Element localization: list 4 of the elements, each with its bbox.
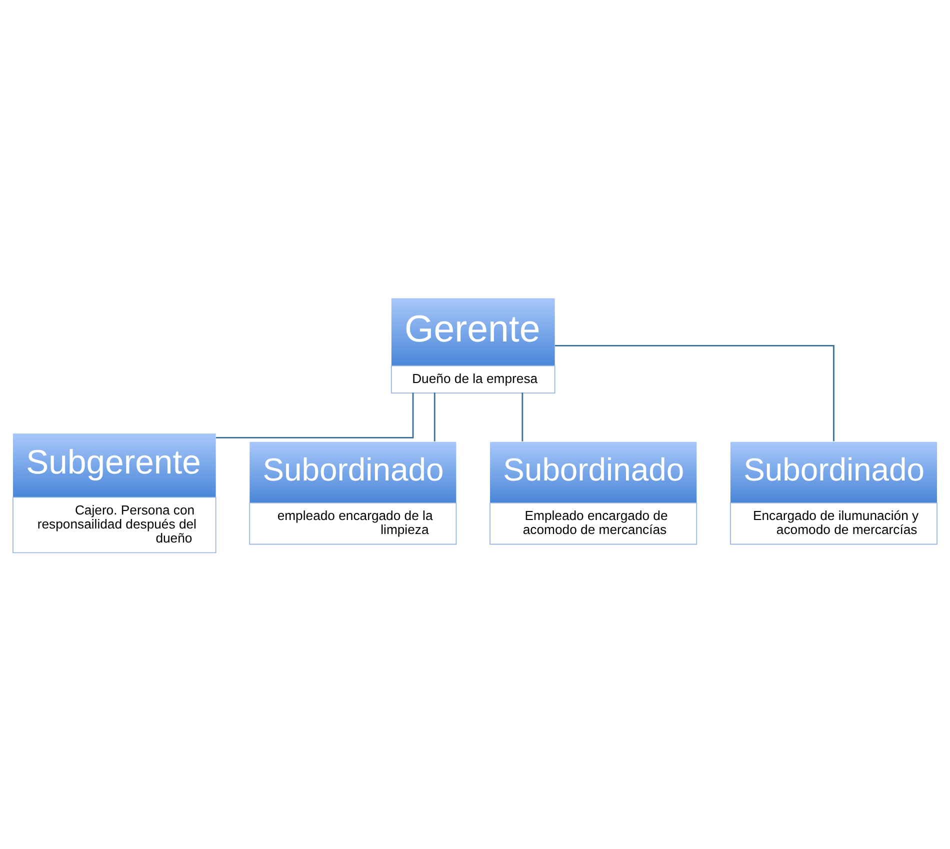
connector [216, 392, 414, 438]
connector [554, 344, 834, 441]
connector [434, 392, 436, 441]
connector [522, 392, 524, 441]
